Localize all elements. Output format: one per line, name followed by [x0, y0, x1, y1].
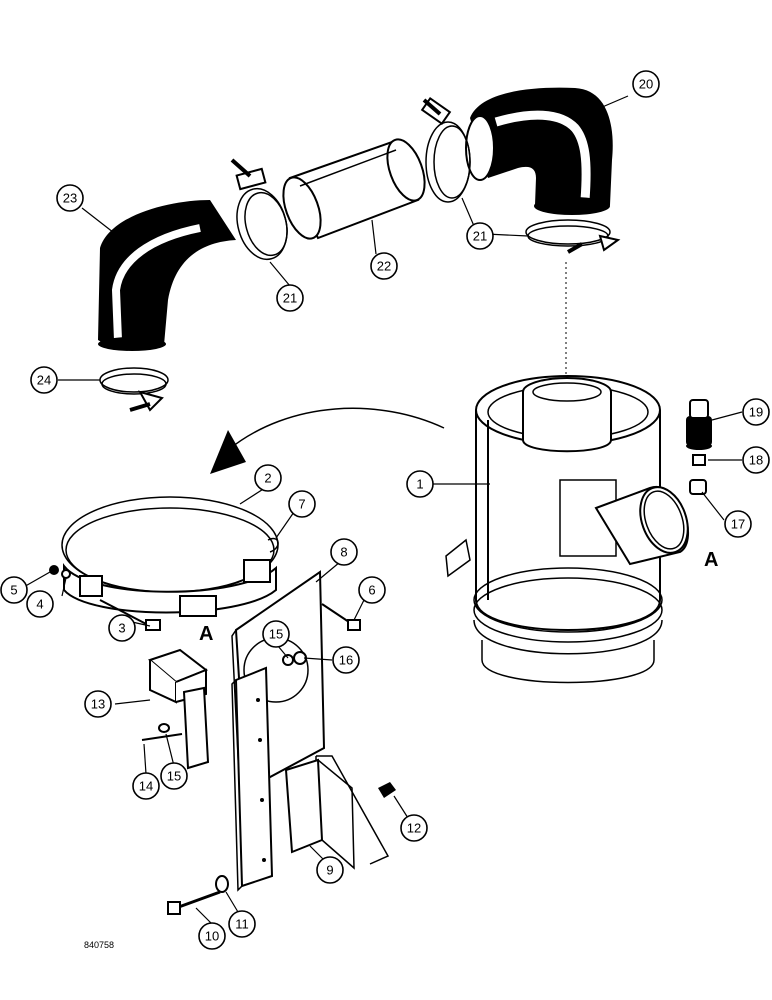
svg-text:21: 21 — [473, 229, 487, 244]
svg-text:20: 20 — [639, 77, 653, 92]
svg-text:1: 1 — [416, 477, 423, 492]
callout-5: 5 — [0, 576, 28, 604]
svg-text:2: 2 — [264, 471, 271, 486]
restriction-indicator-19 — [686, 399, 712, 450]
callout-21-right: 21 — [466, 222, 494, 250]
svg-text:19: 19 — [749, 405, 763, 420]
direction-arrow — [210, 407, 445, 474]
callout-3: 3 — [108, 614, 136, 642]
figure-number: 840758 — [84, 940, 114, 950]
callout-19: 19 — [742, 398, 770, 426]
svg-text:7: 7 — [298, 497, 305, 512]
hose-clamp-21-lower — [525, 219, 621, 254]
frame-rail — [315, 755, 390, 865]
callout-13: 13 — [84, 690, 112, 718]
hose-clamp-24 — [99, 367, 169, 412]
callout-2: 2 — [254, 464, 282, 492]
bolt-10 — [167, 890, 221, 915]
fitting-17 — [689, 479, 707, 495]
spacer-bracket — [182, 686, 210, 770]
callout-17: 17 — [724, 510, 752, 538]
callout-18: 18 — [742, 446, 770, 474]
svg-text:23: 23 — [63, 191, 77, 206]
callout-16: 16 — [332, 646, 360, 674]
svg-text:3: 3 — [118, 621, 125, 636]
bolt-6 — [321, 603, 361, 631]
callout-4: 4 — [26, 590, 54, 618]
callout-12: 12 — [400, 814, 428, 842]
nut-5 — [49, 565, 59, 575]
callout-22: 22 — [370, 252, 398, 280]
svg-text:24: 24 — [37, 373, 51, 388]
washer-11 — [215, 875, 229, 893]
svg-text:15: 15 — [167, 769, 181, 784]
svg-text:18: 18 — [749, 453, 763, 468]
svg-text:14: 14 — [139, 779, 153, 794]
view-letter-right: A — [704, 549, 718, 571]
washer-4 — [61, 569, 71, 579]
hose-clamp-21-upper — [420, 96, 471, 203]
callout-10: 10 — [198, 922, 226, 950]
nut-12 — [378, 782, 396, 798]
svg-text:10: 10 — [205, 929, 219, 944]
callout-15-upper: 15 — [262, 620, 290, 648]
callout-1: 1 — [406, 470, 434, 498]
elbow-hose-20 — [465, 87, 613, 215]
plate-9 — [284, 758, 355, 870]
air-cleaner-housing-1 — [445, 375, 690, 684]
callout-9: 9 — [316, 856, 344, 884]
callout-23: 23 — [56, 184, 84, 212]
view-letter-left: A — [199, 623, 213, 645]
elbow-hose-23 — [98, 200, 236, 351]
svg-text:11: 11 — [235, 917, 249, 932]
mounting-band-2 — [61, 496, 279, 617]
bolt-7 — [267, 537, 279, 553]
svg-text:22: 22 — [377, 259, 391, 274]
hose-clamp-21-left — [230, 158, 288, 261]
callout-6: 6 — [358, 576, 386, 604]
callout-7: 7 — [288, 490, 316, 518]
callout-21-left: 21 — [276, 284, 304, 312]
svg-text:9: 9 — [326, 863, 333, 878]
washer-15-upper — [282, 654, 294, 666]
callout-20: 20 — [632, 70, 660, 98]
svg-text:5: 5 — [10, 583, 17, 598]
callout-11: 11 — [228, 910, 256, 938]
washer-15-lower — [158, 723, 170, 733]
callout-14: 14 — [132, 772, 160, 800]
callout-15-lower: 15 — [160, 762, 188, 790]
svg-text:13: 13 — [91, 697, 105, 712]
tube-22 — [282, 138, 426, 240]
support-strap — [231, 666, 274, 892]
svg-text:8: 8 — [340, 545, 347, 560]
fitting-18 — [692, 454, 706, 466]
callout-24: 24 — [30, 366, 58, 394]
svg-text:16: 16 — [339, 653, 353, 668]
svg-text:17: 17 — [731, 517, 745, 532]
svg-text:15: 15 — [269, 627, 283, 642]
svg-text:21: 21 — [283, 291, 297, 306]
svg-text:12: 12 — [407, 821, 421, 836]
svg-text:6: 6 — [368, 583, 375, 598]
callout-8: 8 — [330, 538, 358, 566]
svg-text:4: 4 — [36, 597, 43, 612]
bolt-14 — [141, 733, 183, 741]
